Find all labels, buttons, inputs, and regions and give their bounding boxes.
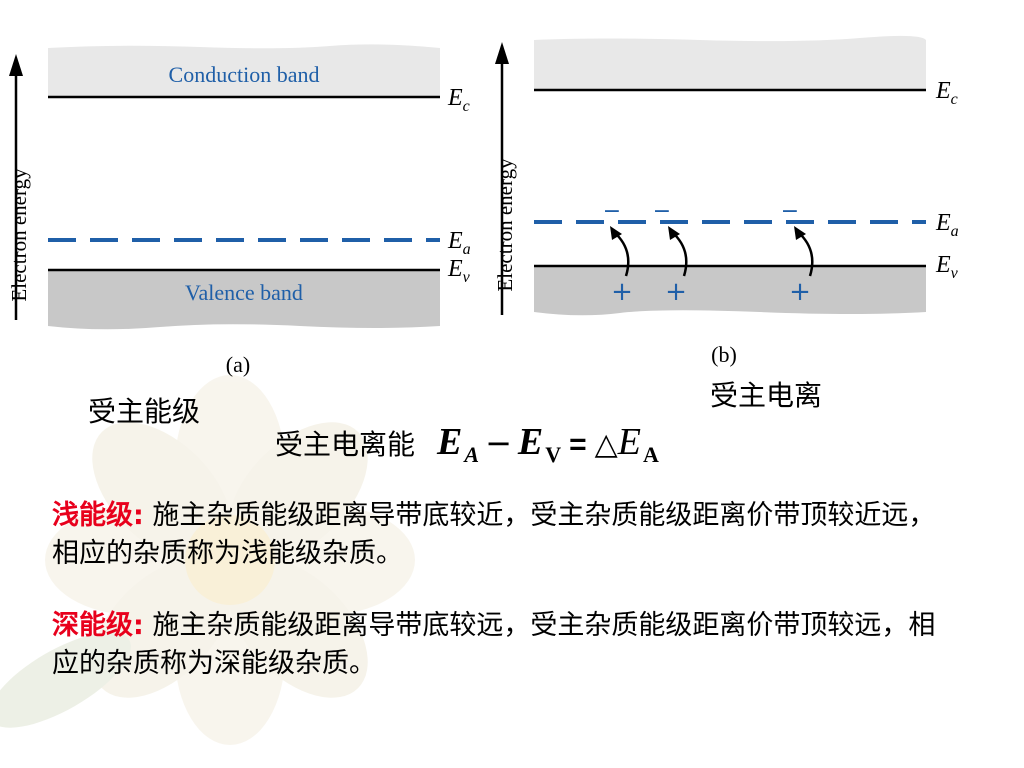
- formula-delta: △: [594, 427, 618, 462]
- formula-equals: =: [569, 428, 587, 461]
- figure-b: − − − + + + Electron energy Ec Ea Ev (b): [493, 35, 959, 367]
- deep-level-paragraph: 深能级: 施主杂质能级距离导带底较远，受主杂质能级距离价带顶较远，相应的杂质称为…: [52, 607, 952, 683]
- energy-axis-label-a: Electron energy: [7, 168, 31, 302]
- deep-level-term: 深能级:: [52, 610, 144, 641]
- transition-arrow-head-3: [794, 226, 806, 240]
- acceptor-level-label: 受主能级: [88, 395, 201, 428]
- ea-label-b: Ea: [935, 210, 959, 240]
- hole-3: +: [789, 277, 811, 307]
- shallow-level-term: 浅能级:: [52, 500, 144, 531]
- hole-2: +: [665, 277, 687, 307]
- caption-a: (a): [226, 352, 250, 377]
- formula-sub-a: A: [464, 442, 480, 467]
- energy-axis-arrow-a: [9, 54, 23, 76]
- caption-b: (b): [711, 342, 737, 367]
- formula-minus: −: [485, 424, 512, 462]
- formula-sub-a2: A: [642, 442, 659, 467]
- conduction-band-region-b: [534, 35, 926, 90]
- conduction-band-label: Conduction band: [169, 62, 320, 87]
- formula-delta-e: E: [617, 421, 641, 463]
- shallow-level-paragraph: 浅能级: 施主杂质能级距离导带底较近，受主杂质能级距离价带顶较近远，相应的杂质称…: [52, 497, 952, 573]
- transition-arrow-head-2: [668, 226, 680, 240]
- ev-label-a: Ev: [447, 256, 471, 286]
- energy-axis-label-b: Electron energy: [493, 158, 517, 292]
- valence-band-label: Valence band: [185, 280, 303, 305]
- energy-band-diagrams: Conduction band Valence band Electron en…: [7, 35, 959, 377]
- shallow-level-text: 施主杂质能级距离导带底较近，受主杂质能级距离价带顶较近远，相应的杂质称为浅能级杂…: [52, 500, 936, 569]
- ionized-acceptor-2: −: [653, 199, 671, 224]
- acceptor-ionization-label: 受主电离: [710, 379, 823, 412]
- formula-e-a: E: [437, 421, 463, 463]
- ec-label-a: Ec: [447, 85, 470, 115]
- energy-axis-arrow-b: [495, 42, 509, 64]
- transition-arrow-head-1: [610, 226, 622, 240]
- ec-label-b: Ec: [935, 78, 958, 108]
- hole-1: +: [611, 277, 633, 307]
- ea-label-a: Ea: [447, 228, 471, 258]
- ionized-acceptor-1: −: [603, 199, 621, 224]
- valence-band-region: [48, 270, 440, 330]
- formula-sub-v: V: [545, 442, 562, 467]
- ev-label-b: Ev: [935, 252, 959, 282]
- valence-band-region-b: [534, 266, 926, 316]
- conduction-band-region: [48, 44, 440, 97]
- formula-label: 受主电离能: [275, 428, 416, 461]
- figure-a: Conduction band Valence band Electron en…: [7, 44, 471, 377]
- deep-level-text: 施主杂质能级距离导带底较远，受主杂质能级距离价带顶较远，相应的杂质称为深能级杂质…: [52, 610, 936, 679]
- formula-e-v: E: [517, 421, 544, 463]
- ionized-acceptor-3: −: [781, 199, 799, 224]
